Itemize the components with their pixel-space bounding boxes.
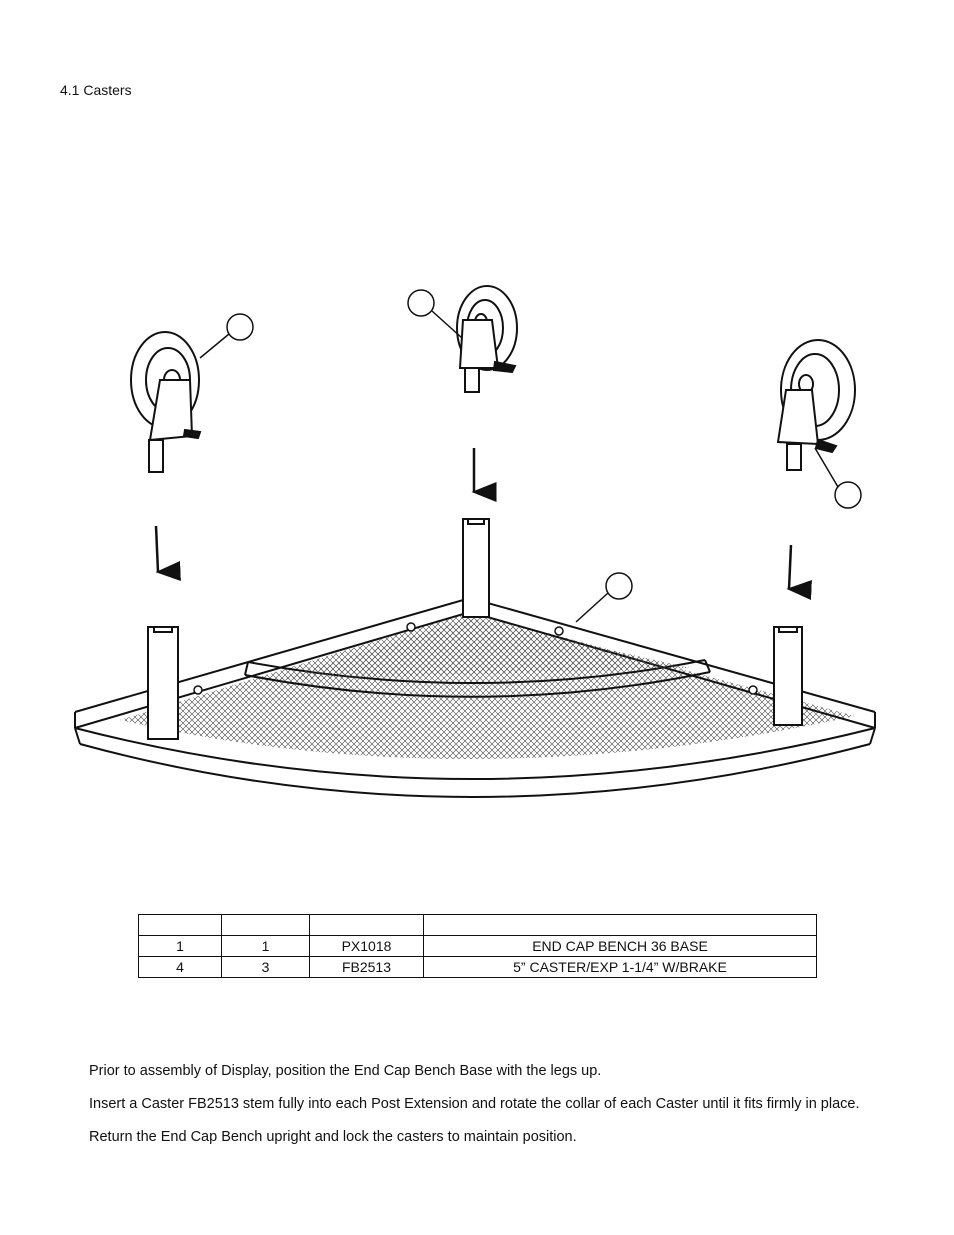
- caster-left: [130, 331, 202, 473]
- header-cell: [309, 914, 424, 936]
- header-cell: [138, 914, 222, 936]
- table-cell: 4: [138, 956, 222, 978]
- table-cell: 5” CASTER/EXP 1-1/4” W/BRAKE: [423, 956, 817, 978]
- section-title: 4.1 Casters: [60, 82, 132, 98]
- instruction-step: Insert a Caster FB2513 stem fully into e…: [89, 1096, 860, 1112]
- bench-legs: [147, 518, 803, 740]
- leg-center: [462, 518, 490, 618]
- table-row: 4 3 FB2513 5” CASTER/EXP 1-1/4” W/BRAKE: [138, 956, 817, 978]
- bench-base: [74, 596, 876, 798]
- table-cell: 1: [138, 935, 222, 957]
- assembly-drawing: [74, 285, 876, 798]
- instruction-step: Prior to assembly of Display, position t…: [89, 1063, 602, 1079]
- parts-table: 1 1 PX1018 END CAP BENCH 36 BASE 4 3 FB2…: [138, 914, 817, 978]
- bolt-holes: [193, 622, 758, 695]
- leg-right: [773, 626, 803, 726]
- arrow-right: [786, 544, 812, 601]
- table-cell: PX1018: [309, 935, 424, 957]
- mesh-panel: [120, 612, 855, 760]
- instructions: Prior to assembly of Display, position t…: [89, 1062, 859, 1161]
- table-cell: 3: [221, 956, 310, 978]
- table-cell: END CAP BENCH 36 BASE: [423, 935, 817, 957]
- table-cell: 1: [221, 935, 310, 957]
- caster-right: [776, 339, 856, 471]
- arrow-left: [154, 525, 181, 582]
- header-cell: [221, 914, 310, 936]
- table-row: 1 1 PX1018 END CAP BENCH 36 BASE: [138, 935, 817, 957]
- table-cell: FB2513: [309, 956, 424, 978]
- table-header-row: [138, 914, 817, 936]
- callout-balloons: [199, 289, 862, 623]
- insert-arrows: [154, 448, 812, 601]
- caster-center: [456, 285, 518, 393]
- leg-left: [147, 626, 179, 740]
- instruction-step: Return the End Cap Bench upright and loc…: [89, 1129, 577, 1145]
- header-cell: [423, 914, 817, 936]
